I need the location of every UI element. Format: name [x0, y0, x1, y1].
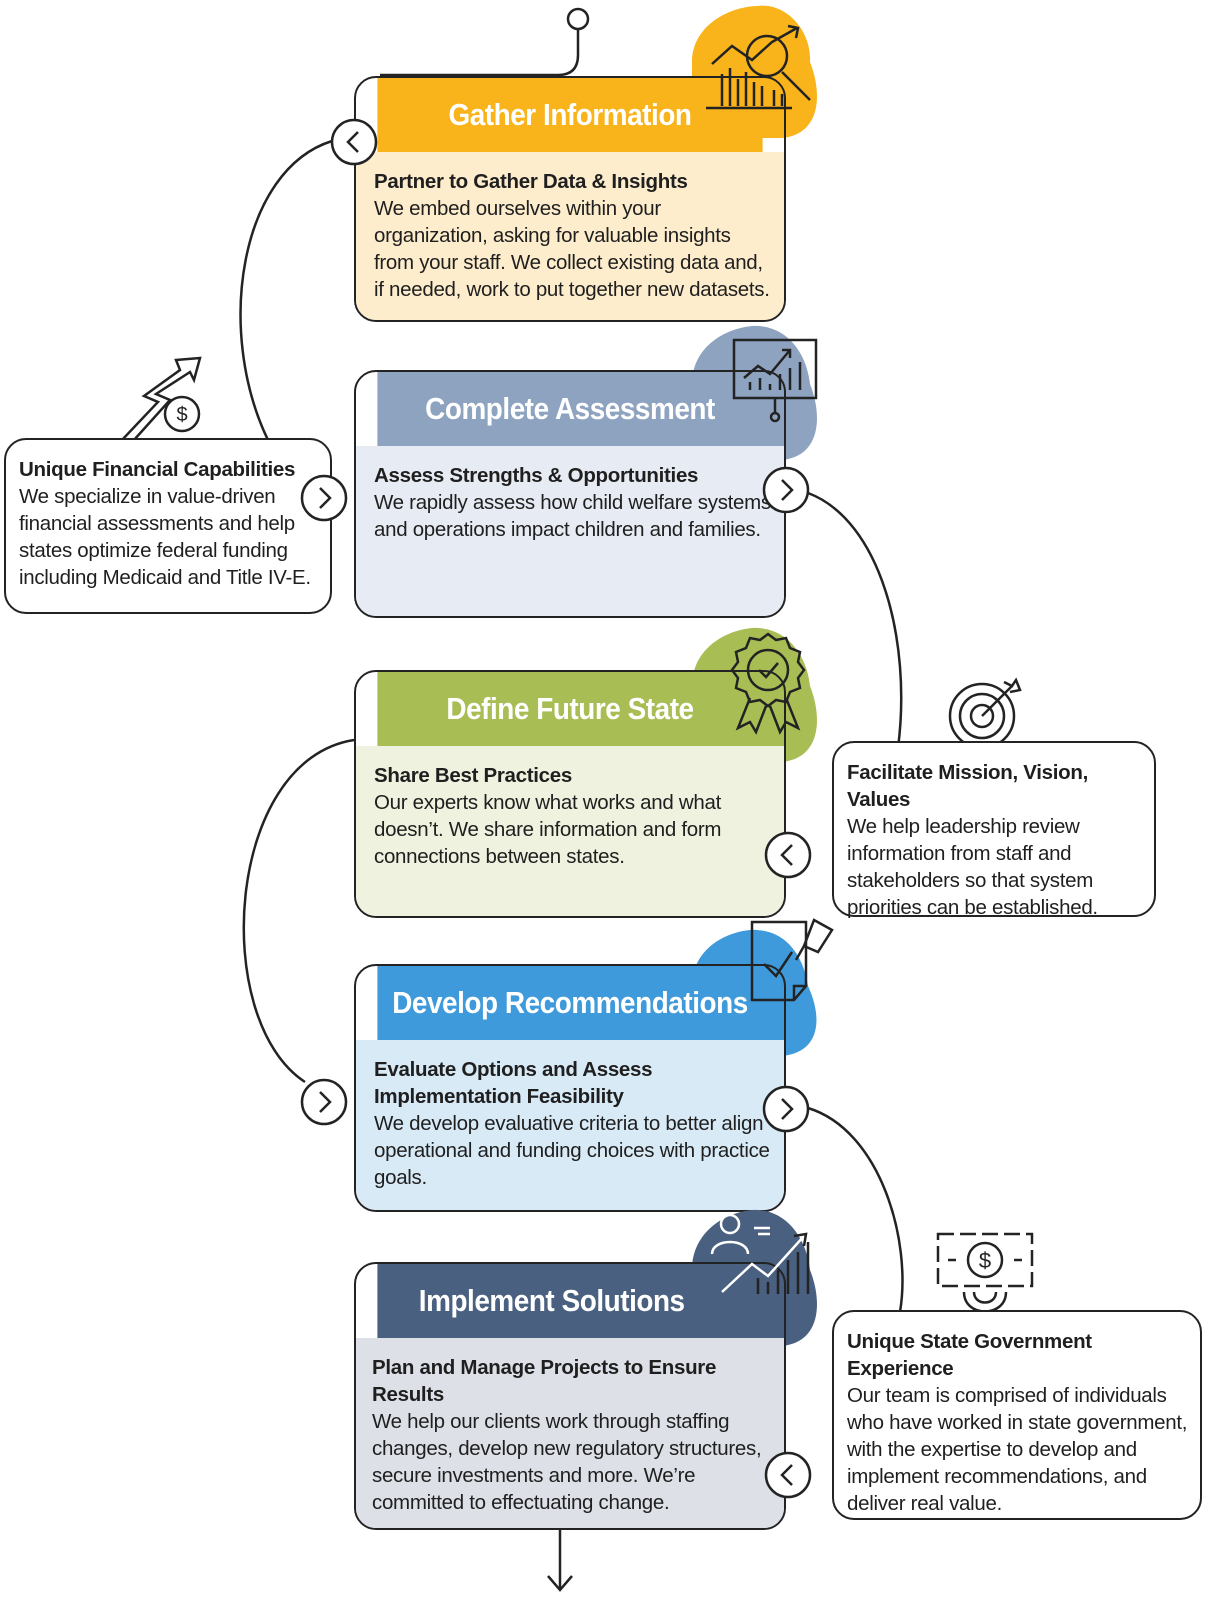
step-body: Evaluate Options and Assess Implementati… — [356, 1040, 784, 1210]
step-card: Gather Information Partner to Gather Dat… — [354, 76, 786, 322]
step-header: Complete Assessment — [377, 372, 763, 446]
step-body: Assess Strengths & Opportunities We rapi… — [356, 446, 784, 616]
side-card-financial: Unique Financial Capabilities We special… — [4, 438, 332, 614]
step-header: Gather Information — [377, 78, 763, 152]
step-description: Our experts know what works and what doe… — [374, 791, 722, 868]
chevron-right-icon[interactable] — [762, 1085, 810, 1133]
step-complete-assessment: Complete Assessment Assess Strengths & O… — [354, 325, 818, 620]
step-define-future-state: Define Future State Share Best Practices… — [354, 627, 817, 920]
step-title: Define Future State — [446, 691, 694, 726]
chevron-left-icon[interactable] — [764, 831, 812, 879]
step-body: Plan and Manage Projects to Ensure Resul… — [356, 1338, 784, 1528]
step-card: Develop Recommendations Evaluate Options… — [354, 964, 786, 1212]
end-arrowhead — [547, 1575, 573, 1592]
step-gather-information: Gather Information Partner to Gather Dat… — [354, 5, 817, 324]
connector-assessment-to-mission — [807, 491, 903, 749]
document-pen-icon — [750, 918, 834, 1002]
step-description: We help our clients work through staffin… — [372, 1410, 762, 1514]
step-develop-recommendations: Develop Recommendations Evaluate Options… — [354, 918, 834, 1214]
person-growth-chart-icon — [710, 1213, 810, 1294]
step-body: Share Best Practices Our experts know wh… — [356, 746, 784, 916]
chevron-right-icon[interactable] — [300, 1078, 348, 1126]
chevron-left-icon[interactable] — [330, 118, 378, 166]
chevron-right-icon[interactable] — [300, 474, 348, 522]
start-connector — [380, 28, 580, 77]
step-subtitle: Share Best Practices — [374, 764, 572, 787]
step-header: Implement Solutions — [377, 1264, 763, 1338]
side-card-title: Unique Financial Capabilities — [19, 458, 296, 481]
step-description: We embed ourselves within your organizat… — [374, 197, 770, 301]
step-body: Partner to Gather Data & Insights We emb… — [356, 152, 784, 320]
step-title: Gather Information — [448, 97, 692, 132]
svg-text:$: $ — [979, 1248, 991, 1273]
step-header: Develop Recommendations — [377, 966, 763, 1040]
chevron-right-icon[interactable] — [762, 466, 810, 514]
analytics-magnifier-icon — [706, 24, 811, 110]
side-card-description: We help leadership review information fr… — [847, 815, 1098, 919]
start-node — [566, 7, 590, 31]
step-title: Complete Assessment — [425, 391, 715, 426]
connector-recommend-to-experience — [807, 1106, 904, 1313]
svg-text:$: $ — [176, 404, 187, 426]
chevron-left-icon[interactable] — [764, 1451, 812, 1499]
step-subtitle: Assess Strengths & Opportunities — [374, 464, 699, 487]
side-card-title: Facilitate Mission, Vision, Values — [847, 761, 1089, 811]
side-card-mission: Facilitate Mission, Vision, Values We he… — [832, 741, 1156, 919]
step-card: Implement Solutions Plan and Manage Proj… — [354, 1262, 786, 1530]
connector-future-to-recommend — [242, 738, 355, 1084]
step-title: Develop Recommendations — [392, 985, 748, 1020]
step-implement-solutions: Implement Solutions Plan and Manage Proj… — [354, 1209, 817, 1532]
step-subtitle: Partner to Gather Data & Insights — [374, 170, 688, 193]
side-card-description: We specialize in value-driven financial … — [19, 485, 311, 589]
money-growth-arrow-icon: $ — [121, 356, 202, 441]
award-ribbon-icon — [730, 632, 806, 735]
side-card-description: Our team is comprised of individuals who… — [847, 1384, 1188, 1515]
dollar-bill-gear-icon: $ — [934, 1230, 1036, 1324]
presentation-chart-icon — [732, 338, 818, 423]
step-description: We rapidly assess how child welfare syst… — [374, 491, 771, 541]
step-header: Define Future State — [377, 672, 763, 746]
step-description: We develop evaluative criteria to better… — [374, 1112, 770, 1189]
connector-financial-to-gather — [239, 139, 333, 441]
side-card-title: Unique State Government Experience — [847, 1330, 1092, 1380]
step-subtitle: Plan and Manage Projects to Ensure Resul… — [372, 1356, 717, 1406]
step-subtitle: Evaluate Options and Assess Implementati… — [374, 1058, 653, 1108]
side-card-experience: Unique State Government Experience Our t… — [832, 1310, 1202, 1520]
step-card: Complete Assessment Assess Strengths & O… — [354, 370, 786, 618]
step-title: Implement Solutions — [418, 1283, 685, 1318]
step-card: Define Future State Share Best Practices… — [354, 670, 786, 918]
